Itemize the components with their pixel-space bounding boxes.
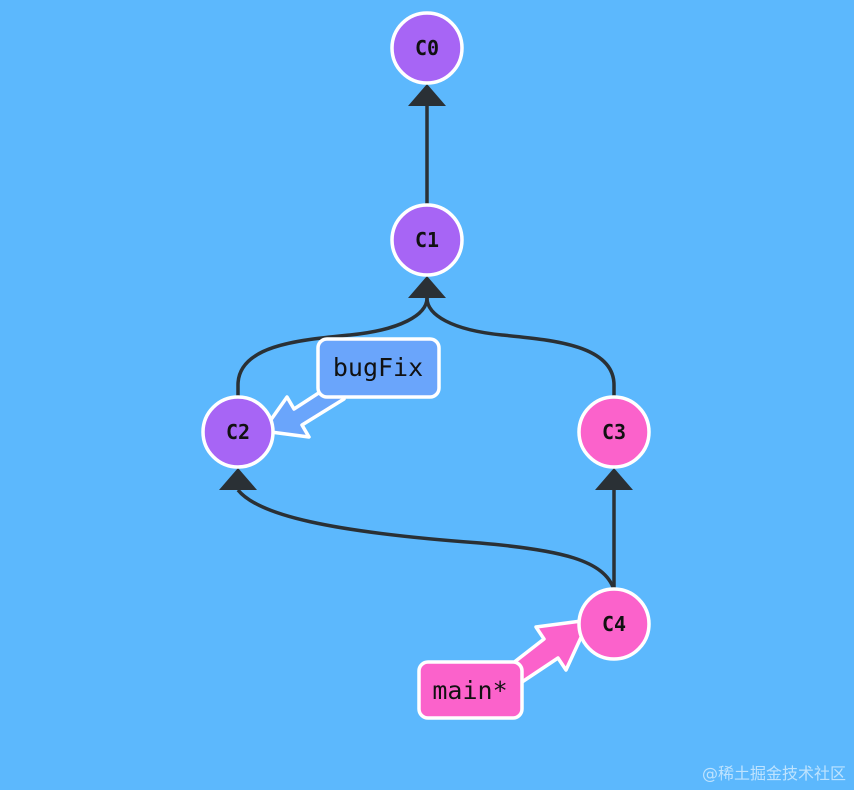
bugfix-ref-box: [316, 337, 441, 399]
edges: [219, 84, 633, 591]
commit-c3[interactable]: C3: [577, 395, 651, 469]
main-ref[interactable]: main*: [417, 618, 591, 720]
commit-node: [390, 11, 464, 85]
arrowhead-c2-icon: [219, 468, 257, 490]
commit-label: C2: [226, 420, 250, 444]
commit-label: C1: [415, 228, 439, 252]
commit-c4[interactable]: C4: [577, 587, 651, 661]
bugfix-ref[interactable]: bugFix: [261, 337, 441, 439]
commit-node: [390, 203, 464, 277]
commit-node: [577, 587, 651, 661]
arrowhead-c1-icon: [408, 276, 446, 298]
bugfix-ref-label: bugFix: [333, 353, 423, 382]
commit-c1[interactable]: C1: [390, 203, 464, 277]
edge-c2-c1: [236, 297, 429, 398]
main-ref-box: [417, 660, 524, 720]
commit-label: C0: [415, 36, 439, 60]
commit-label: C3: [602, 420, 626, 444]
commit-c2[interactable]: C2: [201, 395, 275, 469]
edge-c3-c1: [425, 297, 616, 398]
main-ref-label: main*: [432, 676, 507, 705]
edge-c4-c2: [236, 488, 616, 591]
commit-node: [577, 395, 651, 469]
arrowhead-c3-icon: [595, 468, 633, 490]
commit-c0[interactable]: C0: [390, 11, 464, 85]
commit-label: C4: [602, 612, 626, 636]
commit-node: [201, 395, 275, 469]
watermark: @稀土掘金技术社区: [701, 764, 846, 783]
arrowhead-c0-icon: [408, 84, 446, 106]
